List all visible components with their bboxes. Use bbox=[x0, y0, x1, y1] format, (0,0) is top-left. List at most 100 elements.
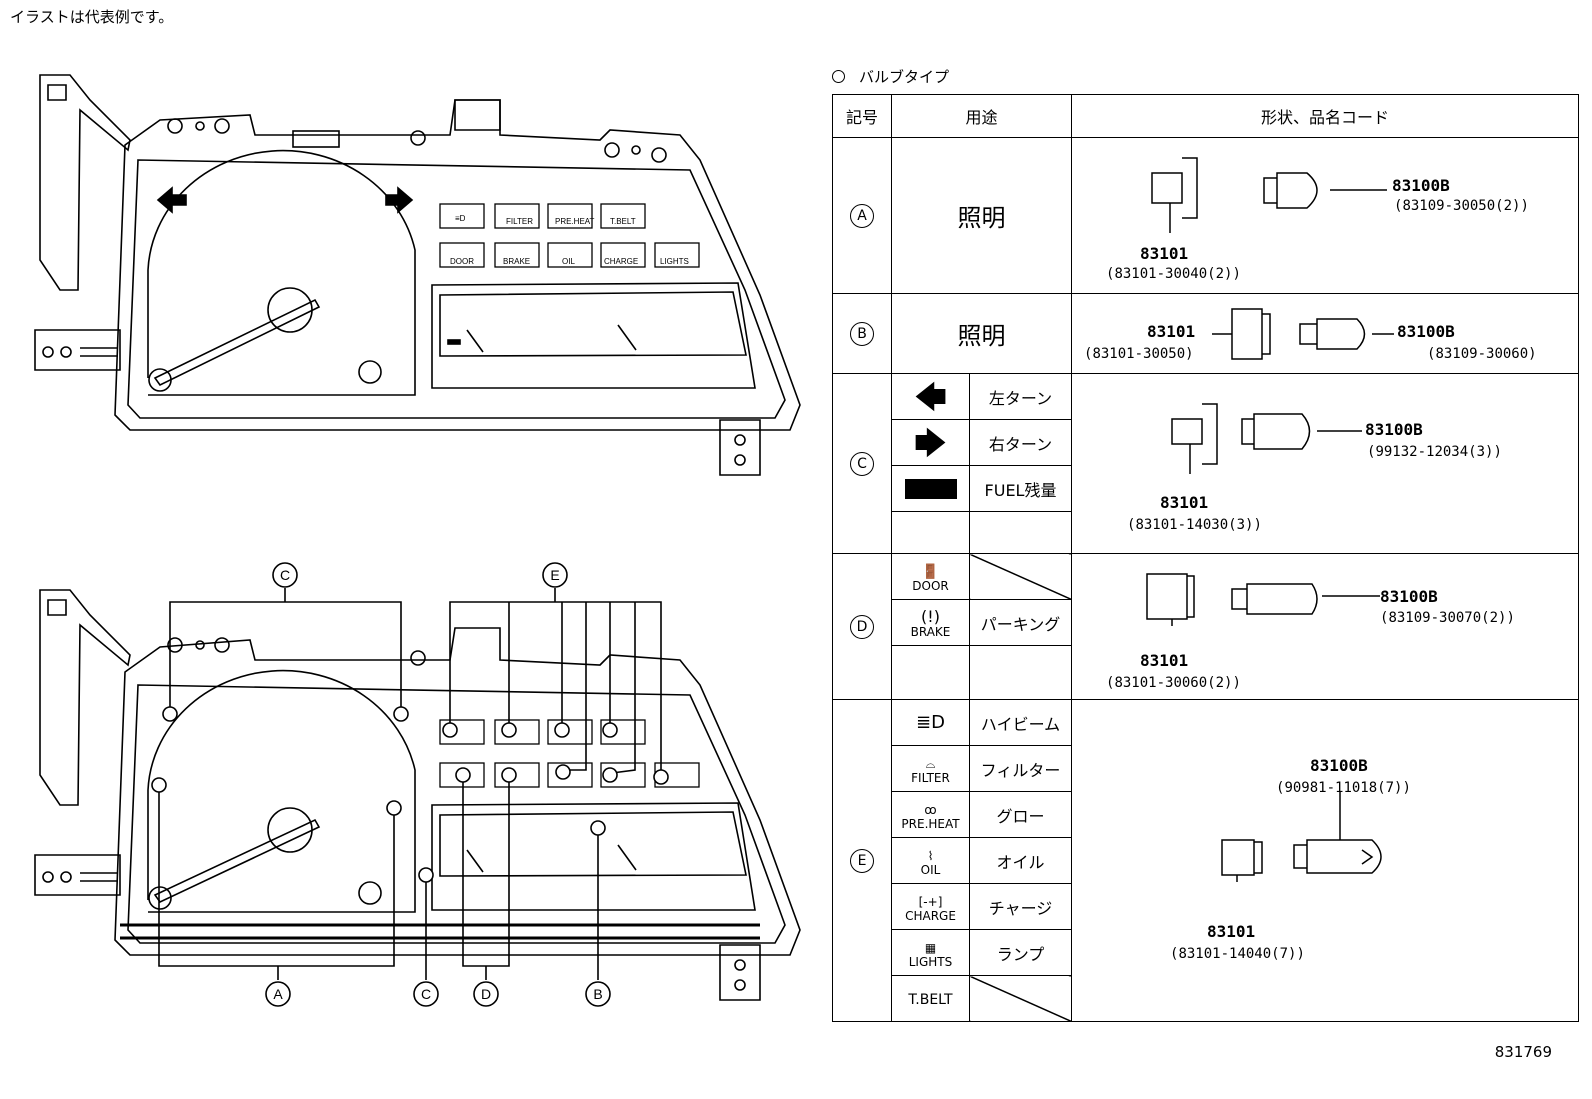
bulb-code-d: (83109-30070(2)) bbox=[1380, 610, 1515, 626]
callout-d-bottom: D bbox=[481, 986, 491, 1002]
usage-c-fuel: FUEL残量 bbox=[968, 465, 1073, 512]
bulb-part-e: 83100B bbox=[1310, 756, 1368, 775]
usage-e-glow: グロー bbox=[968, 791, 1073, 838]
black-bar-icon bbox=[904, 478, 957, 499]
usage-c-right-turn: 右ターン bbox=[968, 419, 1073, 466]
usage-e-oil: オイル bbox=[968, 837, 1073, 884]
table-row: C 🡄 左ターン 83100B (99132-12034(3)) 83101 (… bbox=[832, 373, 1579, 554]
instrument-cluster-illustration: ≡D FILTER PRE.HEAT T.BELT DOOR BRAKE OIL CHAR… bbox=[34, 74, 801, 1007]
svg-text:T.BELT: T.BELT bbox=[610, 217, 636, 226]
socket-code-c: (83101-14030(3)) bbox=[1127, 517, 1262, 533]
filter-icon: ⌓ bbox=[925, 757, 936, 771]
bulb-part-a: 83100B bbox=[1392, 176, 1450, 195]
high-beam-icon: ≣D bbox=[916, 712, 945, 733]
tbelt-icon: T.BELT bbox=[908, 992, 953, 1008]
table-row: A 照明 83100B (83109-30050(2)) 83101 (8310… bbox=[832, 137, 1579, 294]
bulb-part-b: 83100B bbox=[1397, 322, 1455, 341]
preheat-icon: ꝏ bbox=[924, 803, 937, 817]
socket-code-e: (83101-14040(7)) bbox=[1170, 946, 1305, 962]
right-arrow-icon: 🡆 bbox=[913, 423, 948, 462]
callout-c-bottom: C bbox=[421, 986, 431, 1002]
table-row: D 🚪DOOR 83100B (83109-30070(2)) 83101 (8… bbox=[832, 553, 1579, 700]
header-shape: 形状、品名コード bbox=[1071, 94, 1579, 138]
document-id: 831769 bbox=[1494, 1043, 1552, 1061]
bottom-cluster: C E A C D B bbox=[34, 562, 801, 1007]
usage-c-left-turn: 左ターン bbox=[968, 373, 1073, 420]
callout-a-bottom: A bbox=[273, 986, 283, 1002]
usage-e-lamp: ランプ bbox=[968, 929, 1073, 976]
oil-icon: ⌇ bbox=[927, 849, 934, 863]
symbol-a: A bbox=[850, 203, 874, 228]
socket-bulb-b-drawing bbox=[1212, 308, 1395, 360]
symbol-e: E bbox=[850, 848, 874, 873]
table-row: (!)BRAKE パーキング bbox=[833, 599, 1579, 646]
table-row: ⌓FILTER フィルター bbox=[833, 745, 1579, 792]
bulb-part-d: 83100B bbox=[1380, 587, 1438, 606]
usage-d-door bbox=[968, 553, 1073, 600]
callout-c-top: C bbox=[280, 567, 290, 583]
socket-code-b: (83101-30050) bbox=[1084, 346, 1194, 362]
bulb-table-title: バルブタイプ bbox=[832, 66, 949, 87]
svg-text:DOOR: DOOR bbox=[450, 257, 474, 266]
usage-e-tbelt bbox=[968, 975, 1073, 1022]
symbol-c: C bbox=[850, 451, 874, 476]
top-cluster: ≡D FILTER PRE.HEAT T.BELT DOOR BRAKE OIL CHAR… bbox=[34, 74, 801, 476]
table-row: B 照明 83101 (83101-30050) 83100B (83109-3… bbox=[832, 293, 1579, 374]
table-row: E ≣D ハイビーム 83100B (90981-11018(7)) 83101… bbox=[832, 699, 1579, 1022]
header-usage: 用途 bbox=[890, 94, 1073, 138]
usage-e-high-beam: ハイビーム bbox=[968, 699, 1073, 746]
table-row: T.BELT bbox=[833, 975, 1579, 1022]
lights-icon: ▦ bbox=[924, 941, 937, 955]
socket-part-c: 83101 bbox=[1160, 493, 1209, 512]
usage-b: 照明 bbox=[890, 293, 1073, 374]
socket-bulb-a-drawing bbox=[1151, 157, 1388, 233]
shape-cell-e: 83100B (90981-11018(7)) 83101 (83101-140… bbox=[1071, 699, 1579, 1022]
svg-text:FILTER: FILTER bbox=[506, 217, 533, 226]
illustration-note: イラストは代表例です。 bbox=[10, 8, 174, 26]
bulb-code-a: (83109-30050(2)) bbox=[1394, 198, 1529, 214]
shape-cell-d: 83100B (83109-30070(2)) 83101 (83101-300… bbox=[1071, 553, 1579, 700]
svg-text:PRE.HEAT: PRE.HEAT bbox=[555, 217, 595, 226]
svg-text:CHARGE: CHARGE bbox=[604, 257, 638, 266]
socket-bulb-c-drawing bbox=[1171, 403, 1363, 474]
table-row: FUEL残量 bbox=[833, 465, 1579, 512]
socket-part-b: 83101 bbox=[1147, 322, 1196, 341]
svg-text:≡D: ≡D bbox=[455, 214, 466, 223]
symbol-b: B bbox=[850, 321, 874, 346]
socket-part-d: 83101 bbox=[1140, 651, 1189, 670]
socket-code-d: (83101-30060(2)) bbox=[1106, 675, 1241, 691]
callout-e-top: E bbox=[550, 567, 559, 583]
door-icon: 🚪 bbox=[921, 564, 940, 580]
usage-d-parking: パーキング bbox=[968, 599, 1073, 646]
shape-cell-c: 83100B (99132-12034(3)) 83101 (83101-140… bbox=[1071, 373, 1579, 554]
charge-icon: [-+] bbox=[918, 895, 943, 909]
socket-code-a: (83101-30040(2)) bbox=[1106, 266, 1241, 282]
left-arrow-icon: 🡄 bbox=[913, 377, 948, 416]
brake-icon: (!) bbox=[921, 607, 940, 626]
usage-a: 照明 bbox=[890, 137, 1073, 294]
socket-part-a: 83101 bbox=[1140, 244, 1189, 263]
table-row: [-+]CHARGE チャージ bbox=[833, 883, 1579, 930]
table-row: ▦LIGHTS ランプ bbox=[833, 929, 1579, 976]
svg-text:OIL: OIL bbox=[562, 257, 575, 266]
socket-bulb-d-drawing bbox=[1146, 573, 1381, 626]
svg-text:LIGHTS: LIGHTS bbox=[660, 257, 689, 266]
bulb-type-table: 記号 用途 形状、品名コード A 照明 83100B (83109-30050(… bbox=[832, 94, 1579, 1022]
socket-bulb-e-drawing bbox=[1221, 792, 1382, 882]
svg-text:BRAKE: BRAKE bbox=[503, 257, 530, 266]
shape-cell-a: 83100B (83109-30050(2)) 83101 (83101-300… bbox=[1071, 137, 1579, 294]
ring-icon bbox=[832, 70, 845, 83]
bulb-part-c: 83100B bbox=[1365, 420, 1423, 439]
shape-cell-b: 83101 (83101-30050) 83100B (83109-30060) bbox=[1071, 293, 1579, 374]
callout-b-bottom: B bbox=[593, 986, 602, 1002]
table-row: 🡆 右ターン bbox=[833, 419, 1579, 466]
header-symbol: 記号 bbox=[832, 94, 892, 138]
usage-e-filter: フィルター bbox=[968, 745, 1073, 792]
bulb-code-c: (99132-12034(3)) bbox=[1367, 444, 1502, 460]
symbol-d: D bbox=[850, 614, 874, 639]
bulb-code-b: (83109-30060) bbox=[1427, 346, 1537, 362]
bulb-code-e: (90981-11018(7)) bbox=[1276, 780, 1411, 796]
socket-part-e: 83101 bbox=[1207, 922, 1256, 941]
usage-e-charge: チャージ bbox=[968, 883, 1073, 930]
